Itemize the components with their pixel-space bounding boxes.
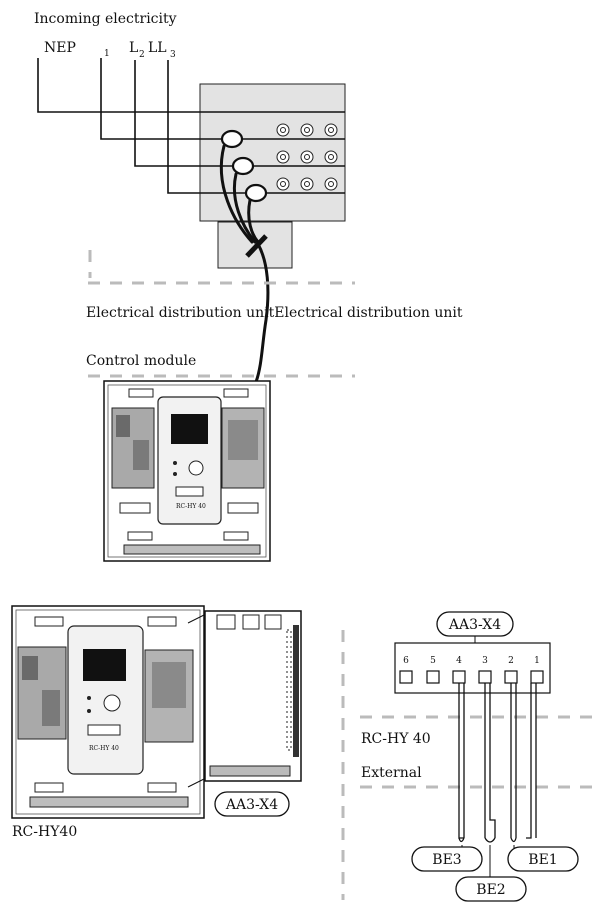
distribution-box bbox=[199, 83, 346, 222]
sensor-be1 bbox=[507, 846, 579, 872]
sensor-be2-label: BE2 bbox=[476, 882, 505, 898]
pin-number-2: 2 bbox=[508, 656, 514, 666]
label-l2: L bbox=[129, 40, 138, 56]
pin-number-3: 3 bbox=[482, 656, 488, 666]
callout-aa3-x4 bbox=[214, 791, 290, 817]
control-module-label: Control module bbox=[86, 353, 196, 369]
pin-number-4: 4 bbox=[456, 656, 462, 666]
sensor-be3 bbox=[411, 846, 483, 872]
terminal-block-name: AA3-X4 bbox=[448, 617, 501, 633]
callout-aa3-x4-label: AA3-X4 bbox=[225, 797, 278, 813]
box-terminals bbox=[276, 123, 338, 191]
sensor-cables bbox=[219, 144, 270, 384]
label-l1-sub: 1 bbox=[104, 49, 110, 59]
control-module-board: RC-HY 40 bbox=[103, 380, 271, 562]
label-l3-sub: 3 bbox=[170, 50, 176, 60]
rc-hy40-left-label: RC-HY40 bbox=[12, 824, 77, 840]
wire-loops bbox=[458, 837, 517, 843]
current-clamps bbox=[220, 129, 268, 203]
sensor-be3-label: BE3 bbox=[432, 852, 461, 868]
terminal-pin-numbers: 6 5 4 3 2 1 bbox=[403, 656, 540, 666]
supply-wires bbox=[37, 58, 345, 194]
display-model-label-bottom: RC-HY 40 bbox=[89, 745, 119, 752]
rc-hy40-right-label: RC-HY 40 bbox=[361, 731, 431, 747]
boundary-lines bbox=[88, 250, 600, 900]
terminal-pins bbox=[399, 670, 544, 684]
label-l2-sub: 2 bbox=[139, 50, 145, 60]
cable-tie bbox=[245, 234, 268, 258]
rc-hy40-board: RC-HY 40 bbox=[11, 605, 205, 819]
terminal-block bbox=[394, 642, 551, 694]
pin-number-5: 5 bbox=[430, 656, 436, 666]
sensor-be1-label: BE1 bbox=[528, 852, 557, 868]
pin-number-1: 1 bbox=[534, 656, 540, 666]
external-label: External bbox=[361, 765, 422, 781]
distribution-unit-label: Electrical distribution unitElectrical d… bbox=[86, 305, 463, 321]
zoom-lines bbox=[187, 613, 207, 788]
incoming-electricity-title: Incoming electricity bbox=[34, 11, 177, 27]
sensor-be2 bbox=[455, 876, 527, 902]
label-n-pe: NEP bbox=[44, 40, 76, 56]
sensor-wires bbox=[458, 683, 537, 839]
zoom-inset-board bbox=[204, 610, 302, 782]
display-model-label-top: RC-HY 40 bbox=[176, 503, 206, 510]
label-l3: LL bbox=[148, 40, 167, 56]
pin-number-6: 6 bbox=[403, 656, 409, 666]
